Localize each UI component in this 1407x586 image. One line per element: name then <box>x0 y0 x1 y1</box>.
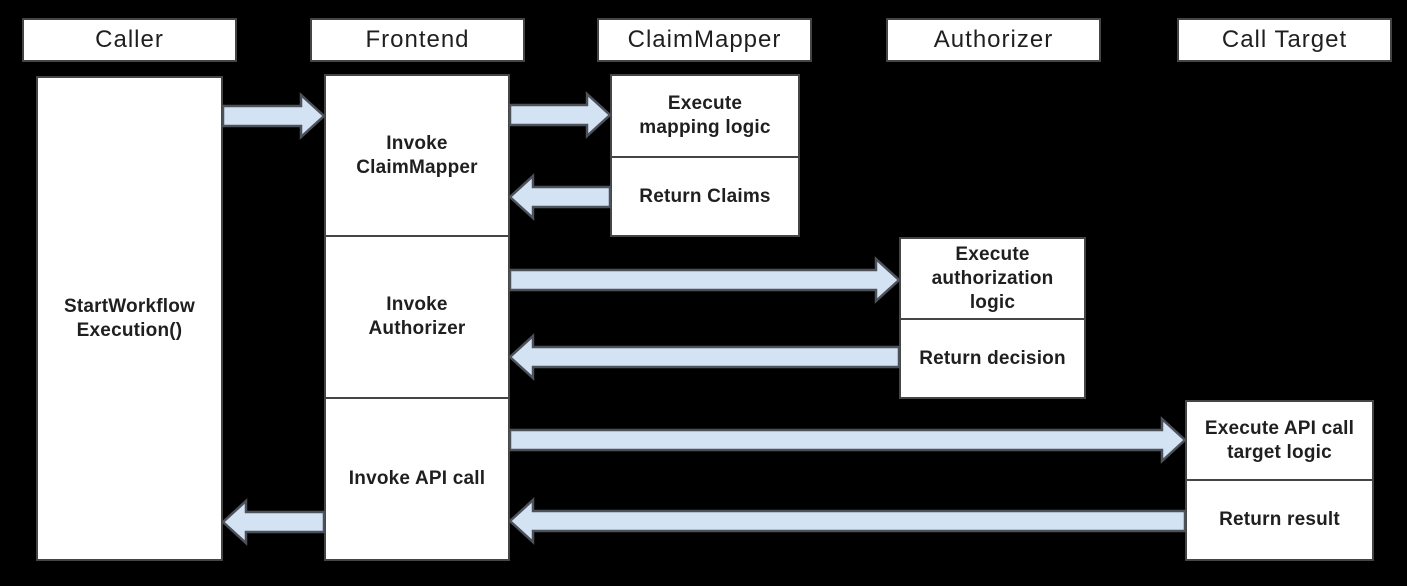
lane-header-claimmapper: ClaimMapper <box>597 18 812 62</box>
activity-cell: Invoke API call <box>326 397 508 559</box>
lane-label: Caller <box>95 26 164 53</box>
arrow-frontend-to-caller <box>221 498 326 546</box>
lane-label: Frontend <box>365 26 470 53</box>
activity-label: Invoke API call <box>348 468 486 489</box>
arrow-frontend-to-claimmapper <box>508 91 612 139</box>
activity-cell: Return decision <box>901 318 1084 397</box>
activity-label: Return Claims <box>639 185 771 207</box>
frontend-activity-stack: Invoke ClaimMapper Invoke Authorizer Inv… <box>324 74 510 561</box>
lane-header-calltarget: Call Target <box>1177 18 1392 62</box>
lane-label: Authorizer <box>933 26 1054 53</box>
claimmapper-activity-stack: Execute mapping logic Return Claims <box>610 74 800 237</box>
activity-cell: StartWorkflow Execution() <box>38 78 221 559</box>
lane-header-authorizer: Authorizer <box>886 18 1101 62</box>
calltarget-activity-stack: Execute API call target logic Return res… <box>1185 400 1374 561</box>
activity-label: Invoke ClaimMapper <box>356 132 478 178</box>
activity-cell: Execute authorization logic <box>901 239 1084 318</box>
activity-label: StartWorkflow Execution() <box>63 295 196 341</box>
arrow-claimmapper-return <box>508 173 612 221</box>
lane-header-frontend: Frontend <box>310 18 525 62</box>
arrow-calltarget-return <box>508 497 1187 545</box>
activity-cell: Execute mapping logic <box>612 76 798 156</box>
arrow-authorizer-return <box>508 333 901 381</box>
activity-cell: Invoke ClaimMapper <box>326 76 508 235</box>
arrow-frontend-to-calltarget <box>508 416 1187 464</box>
arrow-caller-to-frontend <box>221 92 326 140</box>
activity-label: Execute authorization logic <box>931 243 1054 313</box>
authorizer-activity-stack: Execute authorization logic Return decis… <box>899 237 1086 399</box>
activity-label: Return decision <box>919 347 1066 369</box>
lane-label: Call Target <box>1221 26 1348 53</box>
activity-label: Return result <box>1219 509 1340 530</box>
activity-cell: Invoke Authorizer <box>326 235 508 397</box>
lane-label: ClaimMapper <box>627 26 782 53</box>
activity-cell: Return Claims <box>612 156 798 235</box>
activity-cell: Execute API call target logic <box>1187 402 1372 479</box>
activity-label: Execute API call target logic <box>1204 417 1355 463</box>
arrow-frontend-to-authorizer <box>508 256 901 304</box>
caller-activity-box: StartWorkflow Execution() <box>36 76 223 561</box>
activity-label: Invoke Authorizer <box>368 294 466 339</box>
activity-cell: Return result <box>1187 479 1372 559</box>
lane-header-caller: Caller <box>22 18 237 62</box>
activity-label: Execute mapping logic <box>639 93 771 138</box>
